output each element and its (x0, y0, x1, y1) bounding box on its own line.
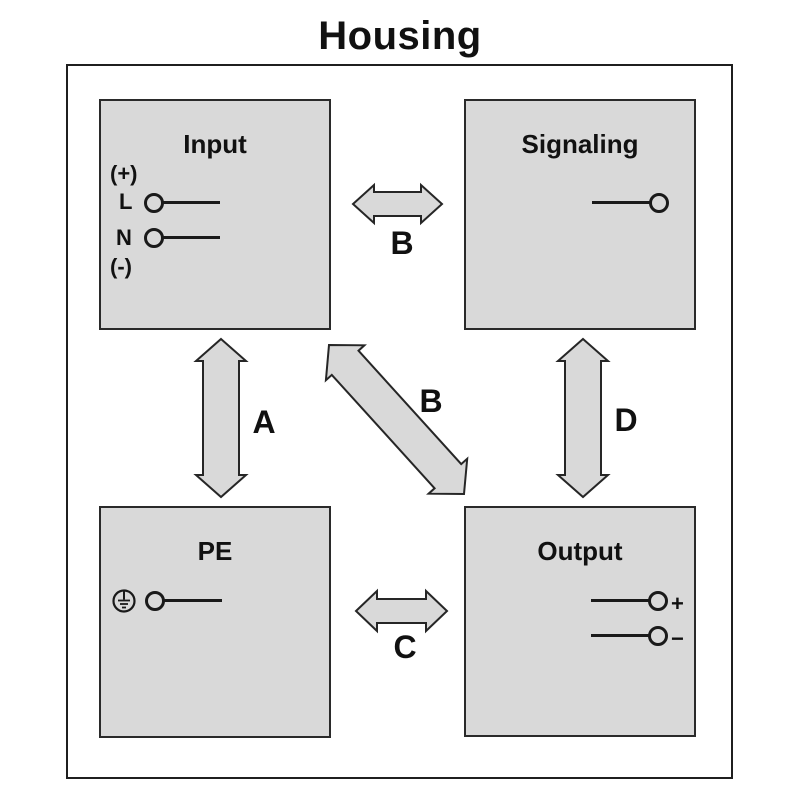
signaling-wire (592, 201, 650, 204)
connection-label-c: C (393, 629, 417, 665)
output-minus-label: − (671, 626, 684, 651)
connection-label-d: D (614, 402, 638, 438)
connection-label-b-diagonal: B (419, 383, 443, 419)
input-box: Input (+) L N (-) (99, 99, 331, 330)
page-title: Housing (318, 14, 482, 58)
signaling-box: Signaling (464, 99, 696, 330)
input-line-label: L (119, 189, 133, 214)
output-plus-wire (591, 599, 649, 602)
signaling-terminal-icon (649, 193, 669, 213)
input-neutral-terminal-icon (144, 228, 164, 248)
input-box-title: Input (183, 129, 247, 159)
input-minus-label: (-) (110, 254, 132, 279)
input-line-wire (163, 201, 220, 204)
pe-terminal-icon (145, 591, 165, 611)
input-neutral-wire (163, 236, 220, 239)
pe-wire (164, 599, 222, 602)
pe-box-title: PE (197, 536, 233, 566)
output-box-title: Output (537, 536, 623, 566)
output-plus-label: + (671, 591, 684, 616)
input-neutral-label: N (116, 225, 132, 250)
connection-label-a: A (252, 404, 276, 440)
output-minus-terminal-icon (648, 626, 668, 646)
connection-label-b-horizontal: B (390, 225, 414, 261)
input-line-terminal-icon (144, 193, 164, 213)
output-box: Output + − (464, 506, 696, 737)
output-minus-wire (591, 634, 649, 637)
output-plus-terminal-icon (648, 591, 668, 611)
signaling-box-title: Signaling (521, 129, 639, 159)
input-plus-label: (+) (110, 161, 138, 186)
pe-box: PE (99, 506, 331, 738)
protective-earth-icon (112, 589, 136, 613)
